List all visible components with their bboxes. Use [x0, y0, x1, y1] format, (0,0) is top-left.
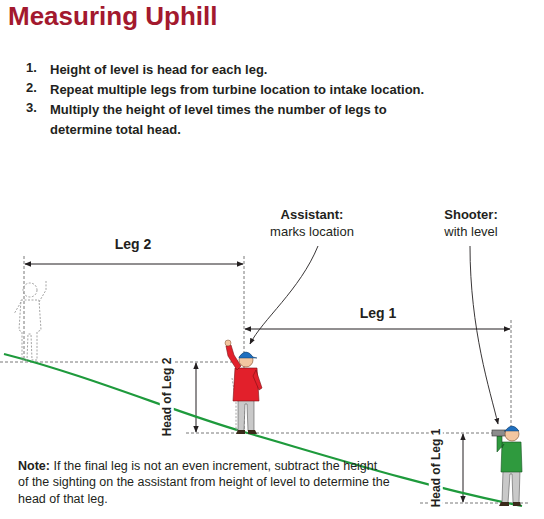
- head-label: Head of Leg 2: [160, 357, 174, 438]
- level-tool: [492, 430, 506, 436]
- list-number: 2.: [26, 80, 37, 96]
- list-item: Repeat multiple legs from turbine locati…: [50, 80, 520, 100]
- ground-slope: [4, 354, 522, 506]
- leg-arrow: [25, 264, 243, 265]
- head-arrow: [196, 363, 197, 432]
- assistant-figure: [225, 340, 262, 434]
- leg-arrow: [245, 329, 510, 330]
- diagram-title: Measuring Uphill: [8, 1, 217, 32]
- leader-line: [470, 246, 498, 424]
- list-item: Height of level is head for each leg.: [50, 60, 520, 80]
- callout-title: Assistant:: [280, 207, 345, 223]
- leg-label: Leg 1: [359, 305, 398, 322]
- leg-label: Leg 2: [114, 236, 153, 253]
- shooter-figure: [492, 426, 522, 506]
- list-number: 3.: [26, 100, 37, 116]
- note-block: Note: If the final leg is not an even in…: [18, 458, 390, 507]
- ghost-assistant: [14, 281, 46, 360]
- list-number: 1.: [26, 60, 37, 76]
- callout-text: marks location: [269, 224, 355, 240]
- head-label: Head of Leg 1: [429, 428, 443, 509]
- head-arrow: [463, 434, 464, 502]
- note-text: If the final leg is not an even incremen…: [18, 459, 390, 506]
- leader-line: [250, 246, 318, 344]
- list-item: Multiply the height of level times the n…: [50, 100, 450, 140]
- note-heading: Note:: [18, 459, 50, 473]
- callout-text: with level: [443, 224, 498, 240]
- callout-title: Shooter:: [443, 207, 498, 223]
